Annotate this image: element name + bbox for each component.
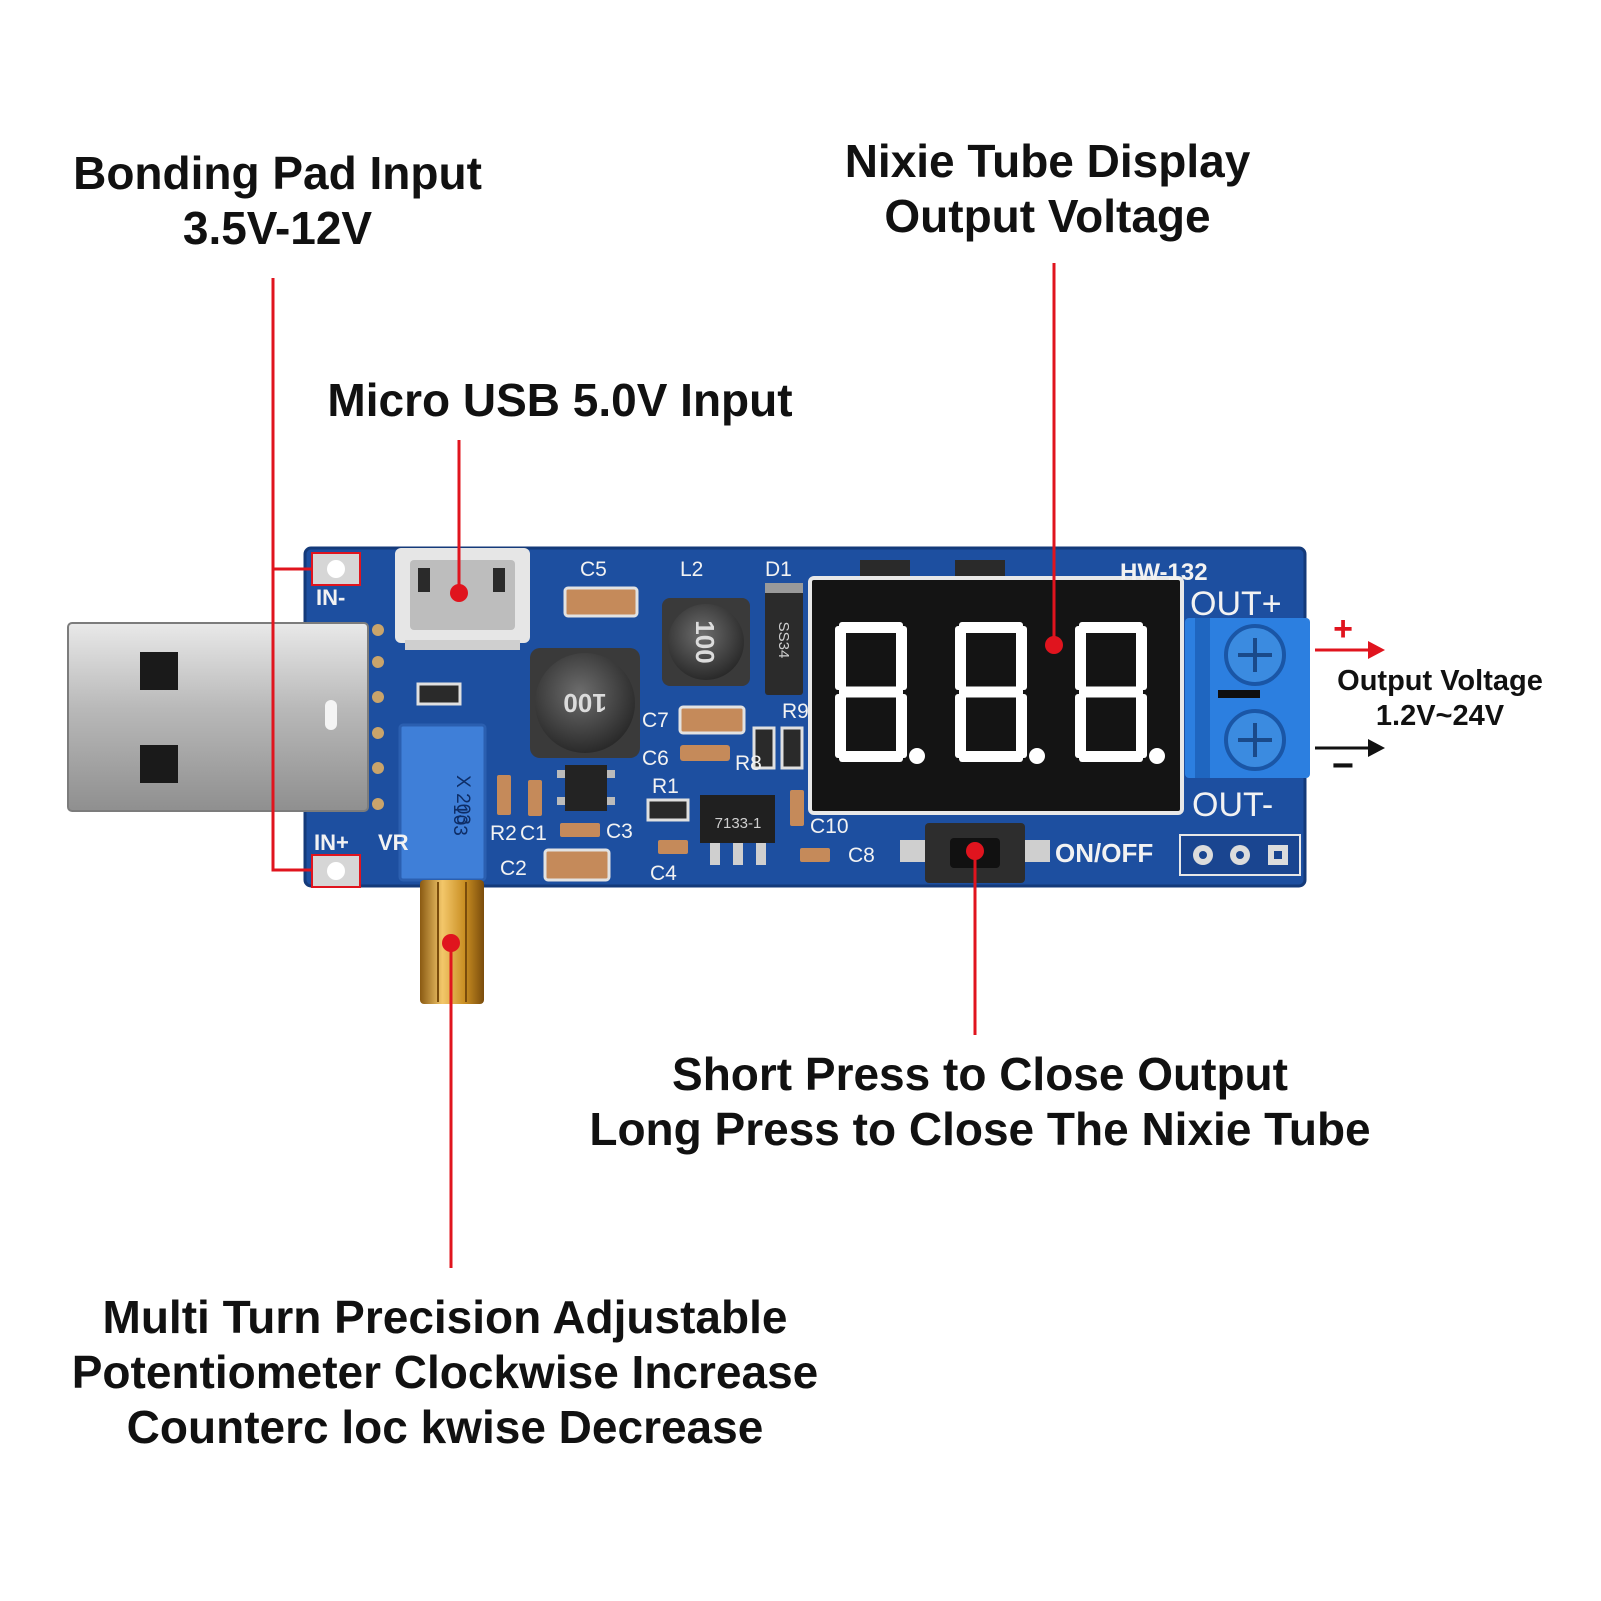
usb-a-plug bbox=[67, 622, 369, 812]
segment-g bbox=[1079, 686, 1143, 698]
callout-output-voltage-line2: 1.2V~24V bbox=[1375, 699, 1505, 732]
silk-vr: VR bbox=[378, 830, 409, 855]
callout-button-line2: Long Press to Close The Nixie Tube bbox=[589, 1103, 1371, 1156]
silk-c4: C4 bbox=[650, 862, 677, 885]
segment-a bbox=[839, 622, 903, 633]
callout-potentiometer-line1: Multi Turn Precision Adjustable bbox=[102, 1291, 788, 1343]
segment-b bbox=[1136, 626, 1147, 690]
silk-model: HW-132 bbox=[1120, 559, 1208, 586]
usb-solder-pins bbox=[372, 624, 384, 810]
regulator-7133: 7133-1 bbox=[700, 795, 775, 865]
callout-bonding-pad: Bonding Pad Input 3.5V-12V bbox=[50, 146, 505, 256]
decimal-point bbox=[1029, 748, 1045, 764]
display-digits bbox=[835, 622, 1165, 764]
leader-lines bbox=[271, 263, 1056, 1268]
silk-on-off: ON/OFF bbox=[1055, 838, 1153, 868]
callout-output-voltage: Output Voltage 1.2V~24V bbox=[1320, 664, 1560, 734]
segment-d bbox=[839, 751, 903, 762]
silk-in-minus: IN- bbox=[316, 585, 345, 610]
silk-r8: R8 bbox=[735, 752, 762, 775]
callout-button: Short Press to Close Output Long Press t… bbox=[545, 1047, 1415, 1157]
bonding-pad-in-minus bbox=[311, 552, 361, 586]
leader-dots bbox=[442, 584, 1063, 952]
callout-micro-usb: Micro USB 5.0V Input bbox=[300, 373, 820, 428]
plus-sign: + bbox=[1333, 610, 1353, 648]
inductor-large: 100 bbox=[530, 648, 640, 758]
header-pins bbox=[1179, 834, 1301, 876]
decimal-point bbox=[909, 748, 925, 764]
silk-c6: C6 bbox=[642, 747, 669, 770]
decimal-point bbox=[1149, 748, 1165, 764]
segment-a bbox=[959, 622, 1023, 633]
segment-f bbox=[835, 626, 846, 690]
segment-g bbox=[959, 686, 1023, 698]
silk-l2: L2 bbox=[680, 558, 703, 581]
silk-c1: C1 bbox=[520, 822, 547, 845]
silk-c5: C5 bbox=[580, 558, 607, 581]
callout-micro-usb-line1: Micro USB 5.0V Input bbox=[327, 374, 793, 426]
svg-text:100: 100 bbox=[563, 688, 606, 718]
boost-ic bbox=[557, 765, 615, 811]
callout-button-line1: Short Press to Close Output bbox=[672, 1048, 1288, 1100]
segment-e bbox=[835, 694, 846, 758]
silk-c3: C3 bbox=[606, 820, 633, 843]
silkscreen: IN- IN+ VR HW-132 OUT+ OUT- ON/OFF bbox=[314, 559, 1282, 868]
callout-potentiometer-line3: Counterc loc kwise Decrease bbox=[126, 1401, 764, 1454]
segment-e bbox=[955, 694, 966, 758]
svg-text:100: 100 bbox=[690, 620, 720, 663]
minus-sign: − bbox=[1332, 745, 1354, 787]
output-screw-terminal bbox=[1185, 618, 1310, 778]
inductor-small: 100 bbox=[662, 598, 750, 686]
svg-text:103: 103 bbox=[449, 804, 470, 836]
segment-g bbox=[839, 686, 903, 698]
callout-output-voltage-line1: Output Voltage bbox=[1337, 665, 1543, 697]
leader-bonding-pad bbox=[271, 278, 312, 872]
callout-bonding-pad-line1: Bonding Pad Input bbox=[73, 147, 482, 199]
output-plus-arrow: + bbox=[1315, 610, 1385, 659]
callout-potentiometer: Multi Turn Precision Adjustable Potentio… bbox=[30, 1290, 860, 1456]
silk-c10: C10 bbox=[810, 815, 849, 838]
segment-f bbox=[1075, 626, 1086, 690]
smd-resistors bbox=[416, 560, 1005, 822]
silk-out-minus: OUT- bbox=[1192, 786, 1273, 824]
segment-c bbox=[896, 694, 907, 758]
svg-text:7133-1: 7133-1 bbox=[715, 815, 762, 832]
silk-r2: R2 bbox=[490, 822, 517, 845]
svg-text:SS34: SS34 bbox=[775, 622, 792, 659]
segment-c bbox=[1136, 694, 1147, 758]
silk-c7: C7 bbox=[642, 709, 669, 732]
silkscreen-designators: C5 L2 D1 C7 C6 R8 R9 R1 R2 C1 C3 C2 C4 C… bbox=[490, 558, 875, 885]
silk-c2: C2 bbox=[500, 857, 527, 880]
smd-capacitors bbox=[497, 586, 830, 882]
callout-nixie-line1: Nixie Tube Display bbox=[844, 135, 1251, 187]
seven-segment-display bbox=[808, 576, 1184, 815]
segment-d bbox=[959, 751, 1023, 762]
silk-r1: R1 bbox=[652, 775, 679, 798]
silk-in-plus: IN+ bbox=[314, 830, 349, 855]
trimmer-potentiometer: X 203 103 bbox=[398, 723, 487, 882]
diode-d1: SS34 bbox=[765, 583, 803, 695]
segment-d bbox=[1079, 751, 1143, 762]
silk-out-plus: OUT+ bbox=[1190, 585, 1282, 623]
callout-potentiometer-line2: Potentiometer Clockwise Increase bbox=[71, 1346, 819, 1399]
segment-a bbox=[1079, 622, 1143, 633]
callout-bonding-pad-line2: 3.5V-12V bbox=[182, 202, 373, 255]
silk-d1: D1 bbox=[765, 558, 792, 581]
segment-c bbox=[1016, 694, 1027, 758]
silk-c8: C8 bbox=[848, 844, 875, 867]
callout-nixie-display: Nixie Tube Display Output Voltage bbox=[810, 134, 1285, 244]
silk-r9: R9 bbox=[782, 700, 809, 723]
segment-e bbox=[1075, 694, 1086, 758]
callout-nixie-line2: Output Voltage bbox=[884, 190, 1211, 243]
segment-f bbox=[955, 626, 966, 690]
svg-text:X 203: X 203 bbox=[452, 775, 473, 825]
segment-b bbox=[1016, 626, 1027, 690]
bonding-pad-in-plus bbox=[311, 854, 361, 888]
output-minus-arrow: − bbox=[1315, 739, 1385, 787]
segment-b bbox=[896, 626, 907, 690]
